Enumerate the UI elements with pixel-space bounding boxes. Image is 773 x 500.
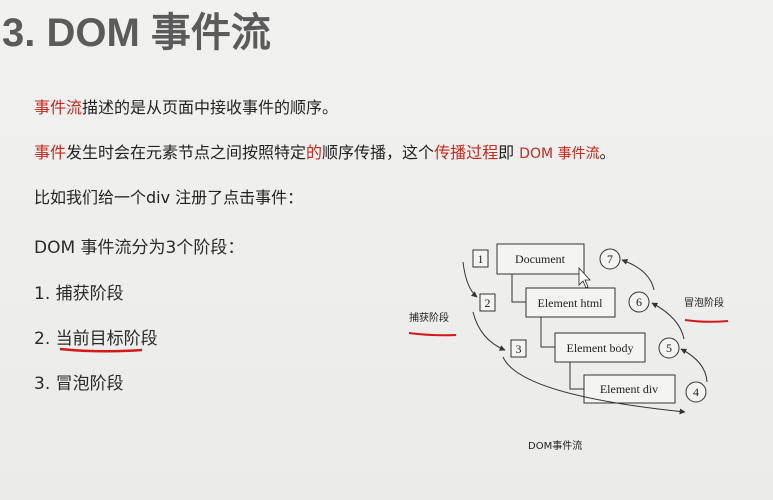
capture-phase-label: 捕获阶段	[409, 311, 449, 324]
arrow-capture-1	[462, 261, 478, 298]
node-html-box	[525, 287, 616, 318]
paragraph-event-flow-definition: 事件流描述的是从页面中接收事件的顺序。	[34, 94, 338, 118]
connector-html-body	[540, 317, 555, 348]
mouse-cursor-icon	[578, 266, 591, 289]
arrow-bubble-4	[680, 348, 708, 383]
node-element-div: Element div	[600, 382, 658, 396]
highlight-event-flow: 事件流	[34, 98, 83, 117]
connector-body-div	[569, 362, 584, 390]
node-body-box	[554, 332, 646, 363]
para2-text-f: 即	[498, 143, 520, 162]
node-document-box	[496, 243, 585, 275]
para2-text-b: 发生时会在元素节点之间按照特定	[66, 143, 307, 162]
paragraph-event-propagation: 事件发生时会在元素节点之间按照特定的顺序传播，这个传播过程即 DOM 事件流。	[34, 139, 616, 163]
paragraph-div-example: 比如我们给一个div 注册了点击事件：	[34, 188, 304, 207]
step-1: 1	[478, 252, 484, 266]
step-6: 6	[636, 295, 642, 309]
node-element-html: Element html	[538, 296, 604, 310]
arrow-capture-2	[472, 311, 506, 351]
step-5-circle	[658, 337, 680, 359]
arrow-bubble-5	[651, 302, 685, 340]
node-element-body: Element body	[567, 341, 634, 355]
step-6-circle	[628, 291, 650, 313]
step-2-box	[479, 293, 496, 312]
step-4: 4	[693, 385, 699, 399]
stage-capture: 1. 捕获阶段	[34, 284, 124, 304]
highlight-de: 的	[306, 143, 323, 162]
stages-heading: DOM 事件流分为3个阶段：	[34, 238, 245, 258]
step-3-box	[510, 339, 527, 358]
step-3: 3	[516, 342, 522, 356]
bubble-label-underline	[684, 319, 729, 323]
step-7: 7	[607, 252, 613, 266]
step-7-circle	[599, 248, 621, 270]
step-5: 5	[666, 341, 672, 355]
para1-text: 描述的是从页面中接收事件的顺序。	[82, 98, 339, 117]
step-1-box	[472, 249, 489, 268]
para2-text-h: 。	[599, 143, 616, 162]
node-div-box	[583, 374, 676, 404]
step-2: 2	[485, 296, 491, 310]
arrow-bubble-6	[621, 258, 655, 291]
stage-target: 2. 当前目标阶段	[34, 329, 158, 349]
bubble-phase-label: 冒泡阶段	[684, 296, 724, 309]
highlight-dom-event-flow: DOM 事件流	[519, 146, 600, 162]
diagram-caption: DOM事件流	[528, 439, 582, 452]
capture-label-underline	[408, 332, 457, 337]
highlight-event: 事件	[34, 143, 67, 162]
slide-title: 3. DOM 事件流	[2, 11, 271, 55]
arrow-capture-3	[502, 356, 686, 415]
annotation-underline-target	[59, 347, 143, 353]
para2-text-d: 顺序传播，这个	[322, 143, 435, 162]
step-4-circle	[685, 381, 707, 403]
stage-bubble: 3. 冒泡阶段	[34, 374, 124, 394]
highlight-propagation-process: 传播过程	[434, 143, 499, 162]
connector-document-html	[511, 274, 526, 303]
node-document: Document	[515, 252, 566, 266]
